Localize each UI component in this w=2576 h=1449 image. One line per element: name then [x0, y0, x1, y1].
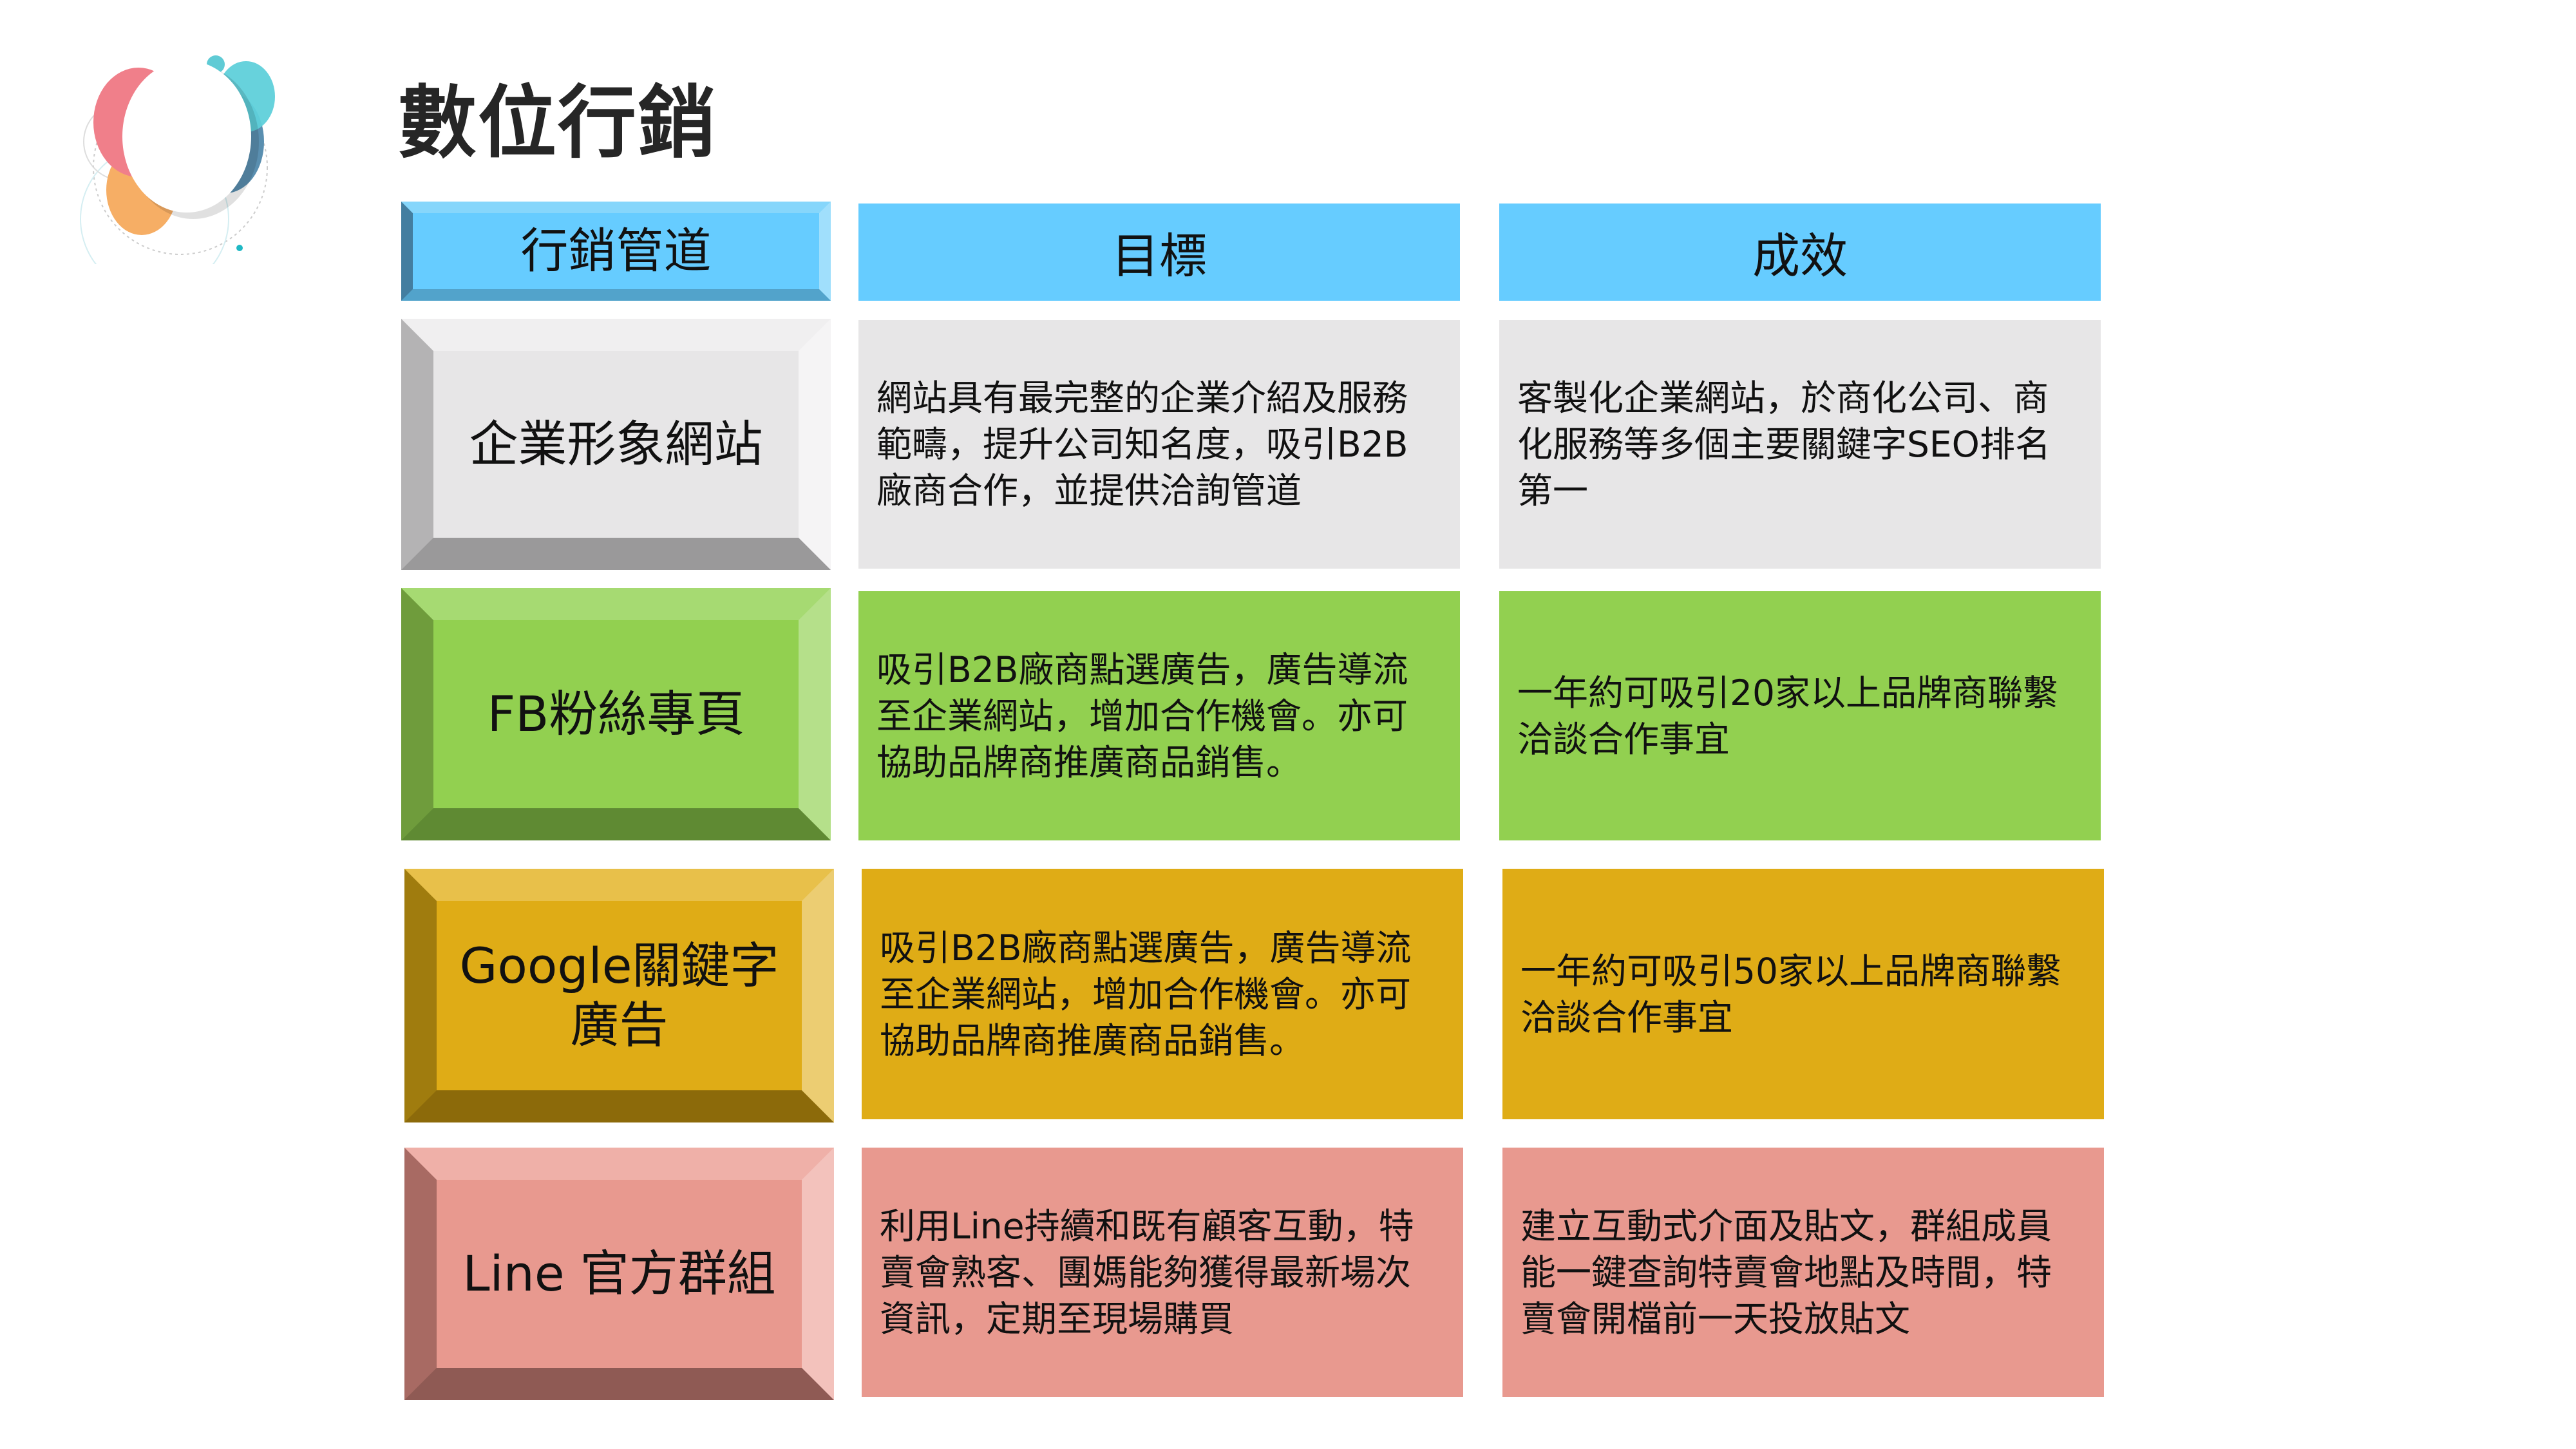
- goal-text: 吸引B2B廠商點選廣告，廣告導流至企業網站，增加合作機會。亦可協助品牌商推廣商品…: [880, 927, 1412, 1061]
- goal-text: 利用Line持續和既有顧客互動，特賣會熟客、團媽能夠獲得最新場次資訊，定期至現場…: [880, 1205, 1414, 1340]
- goal-text: 網站具有最完整的企業介紹及服務範疇，提升公司知名度，吸引B2B廠商合作，並提供洽…: [876, 377, 1408, 511]
- result-cell: 客製化企業網站，於商化公司、商化服務等多個主要關鍵字SEO排名第一: [1499, 320, 2101, 569]
- header-result: 成效: [1499, 204, 2101, 301]
- header-channel-label: 行銷管道: [520, 223, 712, 279]
- channel-fb-page: FB粉絲專頁: [401, 588, 831, 840]
- header-goal: 目標: [858, 204, 1460, 301]
- channel-line-group: Line 官方群組: [404, 1148, 834, 1400]
- result-text: 客製化企業網站，於商化公司、商化服務等多個主要關鍵字SEO排名第一: [1517, 377, 2050, 511]
- channel-label: Line 官方群組: [462, 1245, 776, 1302]
- goal-text: 吸引B2B廠商點選廣告，廣告導流至企業網站，增加合作機會。亦可協助品牌商推廣商品…: [876, 649, 1408, 783]
- channel-google-ads: Google關鍵字廣告: [404, 869, 834, 1122]
- decorative-circles-logo: [80, 55, 275, 264]
- header-channel: 行銷管道: [401, 202, 831, 301]
- goal-cell: 利用Line持續和既有顧客互動，特賣會熟客、團媽能夠獲得最新場次資訊，定期至現場…: [862, 1148, 1463, 1397]
- result-text: 建立互動式介面及貼文，群組成員能一鍵查詢特賣會地點及時間，特賣會開檔前一天投放貼…: [1520, 1205, 2052, 1340]
- goal-cell: 吸引B2B廠商點選廣告，廣告導流至企業網站，增加合作機會。亦可協助品牌商推廣商品…: [858, 591, 1460, 840]
- channel-website: 企業形象網站: [401, 319, 831, 570]
- page-title: 數位行銷: [398, 77, 717, 169]
- channel-label: FB粉絲專頁: [487, 685, 745, 743]
- header-result-label: 成效: [1752, 229, 1848, 284]
- channel-label: 企業形象網站: [469, 415, 763, 473]
- result-cell: 一年約可吸引20家以上品牌商聯繫洽談合作事宜: [1499, 591, 2101, 840]
- result-cell: 一年約可吸引50家以上品牌商聯繫洽談合作事宜: [1502, 869, 2104, 1119]
- result-text: 一年約可吸引50家以上品牌商聯繫洽談合作事宜: [1520, 950, 2061, 1038]
- goal-cell: 網站具有最完整的企業介紹及服務範疇，提升公司知名度，吸引B2B廠商合作，並提供洽…: [858, 320, 1460, 569]
- channel-label: Google關鍵字廣告: [459, 937, 779, 1054]
- goal-cell: 吸引B2B廠商點選廣告，廣告導流至企業網站，增加合作機會。亦可協助品牌商推廣商品…: [862, 869, 1463, 1119]
- result-text: 一年約可吸引20家以上品牌商聯繫洽談合作事宜: [1517, 672, 2058, 760]
- header-goal-label: 目標: [1112, 229, 1207, 284]
- result-cell: 建立互動式介面及貼文，群組成員能一鍵查詢特賣會地點及時間，特賣會開檔前一天投放貼…: [1502, 1148, 2104, 1397]
